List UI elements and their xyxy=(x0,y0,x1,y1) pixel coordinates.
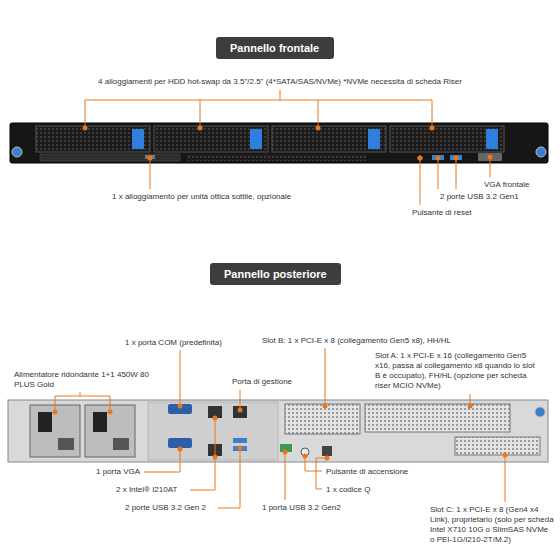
leader-dots xyxy=(83,126,493,161)
callout-label: Slot A: 1 x PCI-E x 16 (collegamento Gen… xyxy=(375,351,540,391)
leader-dots xyxy=(53,404,508,461)
callout-label: 4 alloggiamenti per HDD hot-swap da 3.5"… xyxy=(20,77,540,87)
title-band: Pannello frontale xyxy=(216,37,334,59)
leader-lines xyxy=(85,90,490,205)
callout-label: 1 x codice Q xyxy=(326,485,370,495)
callout-label: 2 porte USB 3.2 Gen 2 xyxy=(125,503,206,513)
callout-label: 1 porta USB 3.2 Gen2 xyxy=(262,503,341,513)
callout-label: 1 x alloggiamento per unità ottica sotti… xyxy=(112,192,291,202)
callout-label: Slot B: 1 x PCI-E x 8 (collegamento Gen5… xyxy=(262,336,451,346)
callout-label: Pulsante di reset xyxy=(412,208,472,218)
callout-label: 1 porta VGA xyxy=(96,467,140,477)
callout-label: 2 x Intel® I210AT xyxy=(116,485,177,495)
callout-label: Porta di gestione xyxy=(232,377,292,387)
title-band: Pannello posteriore xyxy=(210,263,341,285)
title-text: Pannello frontale xyxy=(230,41,320,55)
callout-label: Pulsante di accensione xyxy=(326,467,408,477)
callout-label: Alimentatore ridondante 1+1 450W 80 PLUS… xyxy=(14,370,164,390)
title-text: Pannello posteriore xyxy=(224,267,327,281)
callout-label: 2 porte USB 3.2 Gen1 xyxy=(440,192,519,202)
rear-chassis xyxy=(8,400,548,462)
front-chassis xyxy=(10,123,548,163)
callout-label: Slot C: 1 x PCI-E x 8 (Gen4 x4 Link), pr… xyxy=(430,505,554,545)
callout-label: VGA frontale xyxy=(484,180,529,190)
callout-label: 1 x porta COM (predefinita) xyxy=(125,338,222,348)
